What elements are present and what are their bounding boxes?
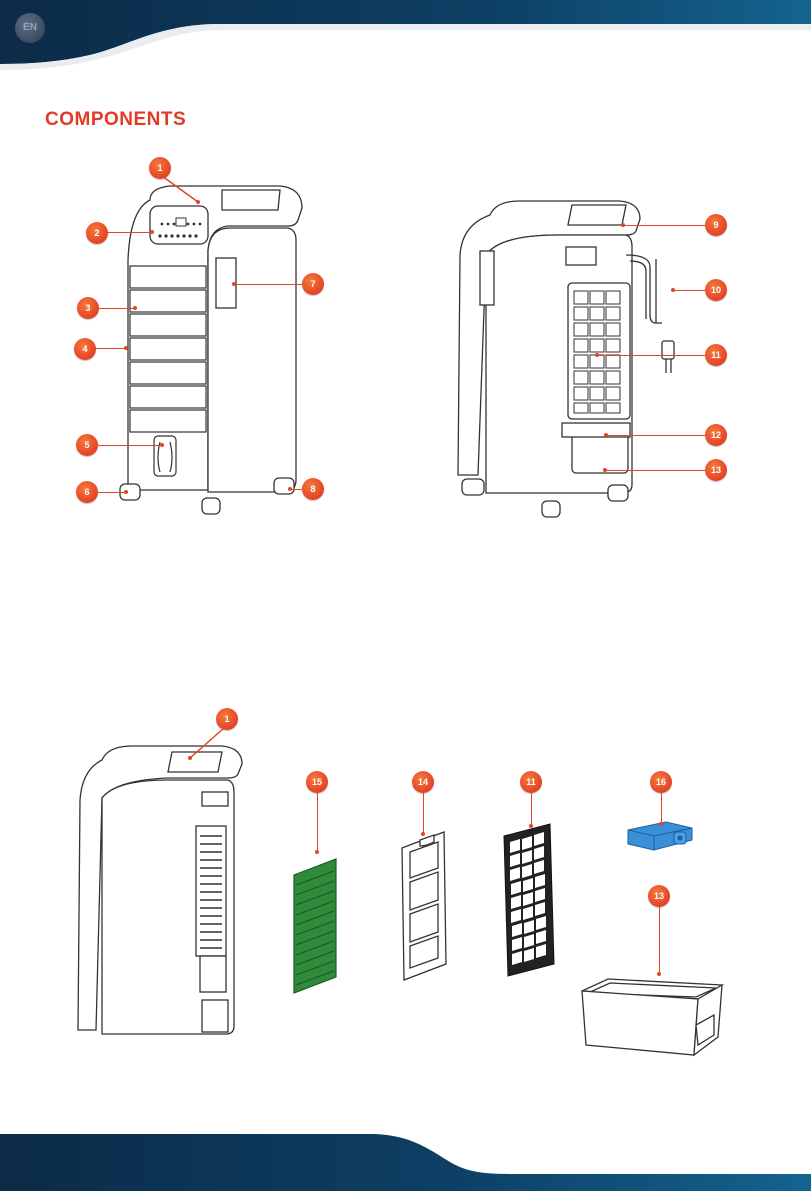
callout-badge: 8: [302, 478, 324, 500]
callout-badge: 13: [648, 885, 670, 907]
leader-line: [180, 726, 230, 762]
callout-badge: 2: [86, 222, 108, 244]
cooling-pad-illustration: [290, 855, 342, 995]
callout-badge: 16: [650, 771, 672, 793]
back-view-illustration: [450, 195, 690, 525]
callout-badge: 3: [77, 297, 99, 319]
honeycomb-filter-illustration: [500, 820, 560, 980]
language-badge: EN: [15, 13, 45, 43]
callout-badge: 13: [705, 459, 727, 481]
filter-frame-illustration: [398, 828, 450, 988]
section-title: COMPONENTS: [45, 109, 186, 131]
callout-badge: 5: [76, 434, 98, 456]
water-tank-illustration: [578, 975, 726, 1057]
callout-badge: 10: [705, 279, 727, 301]
front-view-illustration: [110, 180, 310, 520]
header-banner: [0, 0, 811, 70]
callout-badge: 7: [302, 273, 324, 295]
exploded-body-illustration: [72, 740, 252, 1040]
callout-badge: 9: [705, 214, 727, 236]
leader-line: [150, 170, 210, 210]
callout-badge: 4: [74, 338, 96, 360]
callout-badge: 15: [306, 771, 328, 793]
callout-badge: 12: [705, 424, 727, 446]
footer-banner: [0, 1130, 811, 1191]
callout-badge: 11: [520, 771, 542, 793]
callout-badge: 11: [705, 344, 727, 366]
callout-badge: 14: [412, 771, 434, 793]
callout-badge: 6: [76, 481, 98, 503]
ice-box-illustration: [622, 818, 694, 854]
